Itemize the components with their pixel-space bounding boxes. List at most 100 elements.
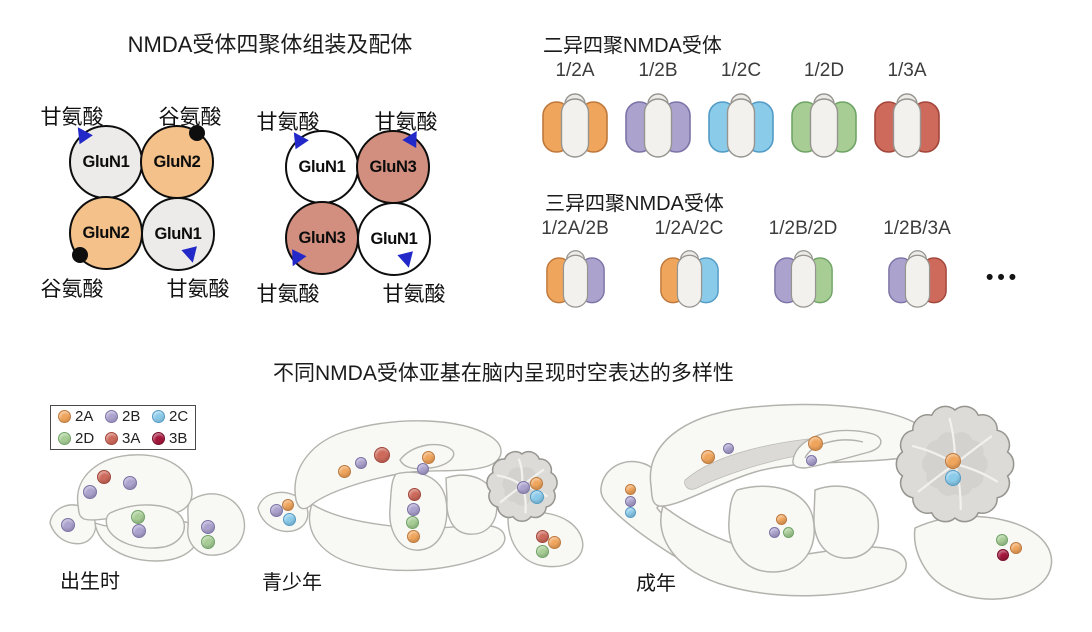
receptor-label: 1/2B/3A xyxy=(883,218,951,239)
glycine-site-icon xyxy=(181,246,201,265)
subunit-circle-glun1: GluN1 xyxy=(69,125,143,199)
glycine-site-icon xyxy=(397,251,417,270)
brain-midbrain xyxy=(813,485,880,559)
legend-dot-2B xyxy=(105,410,118,424)
ligand-label: 甘氨酸 xyxy=(256,111,320,134)
glycine-site-icon xyxy=(285,249,307,270)
legend-item-3A: 3A xyxy=(105,430,152,447)
receptor-label: 1/2B xyxy=(638,60,678,81)
brain-cortex xyxy=(294,420,502,510)
legend-dot-3A xyxy=(105,431,118,445)
brain-cerebellum-lobe xyxy=(187,493,246,556)
receptor-icon xyxy=(625,93,691,158)
expression-title: 不同NMDA受体亚基在脑内呈现时空表达的多样性 xyxy=(273,362,734,385)
ligand-label: 谷氨酸 xyxy=(40,278,104,301)
glycine-site-icon xyxy=(71,122,93,145)
triheteromer-row: 1/2A/2B 1/2A/2C 1/2B/2D 1/2B/3A xyxy=(540,217,952,308)
brain-thalamus xyxy=(389,471,448,551)
glutamate-site-icon xyxy=(72,247,88,263)
stage-label-adult: 成年 xyxy=(636,573,676,595)
receptor-icon xyxy=(659,250,719,308)
receptor-icon xyxy=(887,250,947,308)
legend-label: 2D xyxy=(75,429,95,447)
receptor-item: 1/2A/2C xyxy=(654,217,724,308)
legend-item-2B: 2B xyxy=(105,408,152,425)
ligand-label: 甘氨酸 xyxy=(256,283,320,306)
brain-adolescent xyxy=(257,420,584,572)
receptor-item: 1/2A xyxy=(540,59,610,158)
subunit-circle-glun1: GluN1 xyxy=(357,202,431,276)
diheteromer-row: 1/2A 1/2B 1/2C 1/2D 1/3A xyxy=(540,59,942,158)
legend-label: 2A xyxy=(75,408,94,426)
receptor-label: 1/2A/2C xyxy=(654,218,724,239)
cerebellum xyxy=(486,450,558,522)
ligand-label: 甘氨酸 xyxy=(166,278,230,301)
subunit-label: GluN1 xyxy=(298,157,346,176)
subunit-label: GluN1 xyxy=(82,152,130,171)
brain-hippocampus-inner xyxy=(804,439,864,459)
subunit-label: GluN1 xyxy=(154,224,202,243)
assembly-title: NMDA受体四聚体组装及配体 xyxy=(127,32,413,57)
subunit-circle-glun3: GluN3 xyxy=(356,130,430,204)
legend-dot-2A xyxy=(58,410,71,424)
legend: 2A 2B 2C 2D 3A 3B xyxy=(50,405,196,450)
ligand-label: 甘氨酸 xyxy=(374,111,438,134)
legend-label: 3B xyxy=(169,429,188,447)
receptor-icon xyxy=(791,93,857,158)
glycine-site-icon xyxy=(287,127,309,150)
diheteromer-title: 二异四聚NMDA受体 xyxy=(543,35,722,57)
brain-newborn xyxy=(49,454,246,562)
subunit-label: GluN2 xyxy=(82,223,130,242)
brain-thalamus xyxy=(728,485,815,573)
ligand-label: 甘氨酸 xyxy=(40,106,104,129)
legend-dot-2D xyxy=(58,431,71,445)
stage-label-adolescent: 青少年 xyxy=(262,572,322,594)
subunit-circle-glun1: GluN1 xyxy=(141,197,215,271)
receptor-label: 1/2C xyxy=(720,60,762,81)
legend-label: 2B xyxy=(122,408,141,426)
legend-item-2A: 2A xyxy=(58,408,105,425)
stage-label-newborn: 出生时 xyxy=(60,571,120,593)
receptor-item: 1/2A/2B xyxy=(540,217,610,308)
receptor-item: 1/2C xyxy=(706,59,776,158)
receptor-icon xyxy=(773,250,833,308)
subunit-label: GluN3 xyxy=(369,157,417,176)
legend-dot-2C xyxy=(152,410,165,424)
subunit-label: GluN3 xyxy=(298,228,346,247)
receptor-item: 1/2B/2D xyxy=(768,217,838,308)
legend-label: 3A xyxy=(122,429,141,447)
receptor-label: 1/2D xyxy=(803,60,845,81)
subunit-label: GluN2 xyxy=(153,152,201,171)
receptor-icon xyxy=(542,93,608,158)
more-receptors-ellipsis: ••• xyxy=(986,266,1021,289)
receptor-label: 1/2A/2B xyxy=(541,218,609,239)
legend-item-2D: 2D xyxy=(58,430,105,447)
legend-dot-3B xyxy=(152,431,165,445)
triheteromer-title: 三异四聚NMDA受体 xyxy=(545,193,724,215)
receptor-icon xyxy=(708,93,774,158)
receptor-item: 1/2B/3A xyxy=(882,217,952,308)
legend-label: 2C xyxy=(169,408,189,426)
brain-midbrain xyxy=(445,474,498,535)
legend-item-2C: 2C xyxy=(152,408,199,425)
ligand-label: 谷氨酸 xyxy=(158,106,222,129)
subunit-circle-glun3: GluN3 xyxy=(285,201,359,275)
receptor-icon xyxy=(545,250,605,308)
receptor-icon xyxy=(874,93,940,158)
legend-item-3B: 3B xyxy=(152,430,199,447)
glycine-site-icon xyxy=(402,127,424,148)
receptor-item: 1/2B xyxy=(623,59,693,158)
receptor-label: 1/3A xyxy=(887,60,927,81)
receptor-item: 1/3A xyxy=(872,59,942,158)
ligand-label: 甘氨酸 xyxy=(382,283,446,306)
receptor-label: 1/2A xyxy=(555,60,595,81)
brain-adult xyxy=(600,403,1053,600)
cerebellum xyxy=(895,405,1015,523)
receptor-item: 1/2D xyxy=(789,59,859,158)
subunit-label: GluN1 xyxy=(370,229,418,248)
brain-medulla xyxy=(913,515,1053,600)
receptor-label: 1/2B/2D xyxy=(768,218,838,239)
